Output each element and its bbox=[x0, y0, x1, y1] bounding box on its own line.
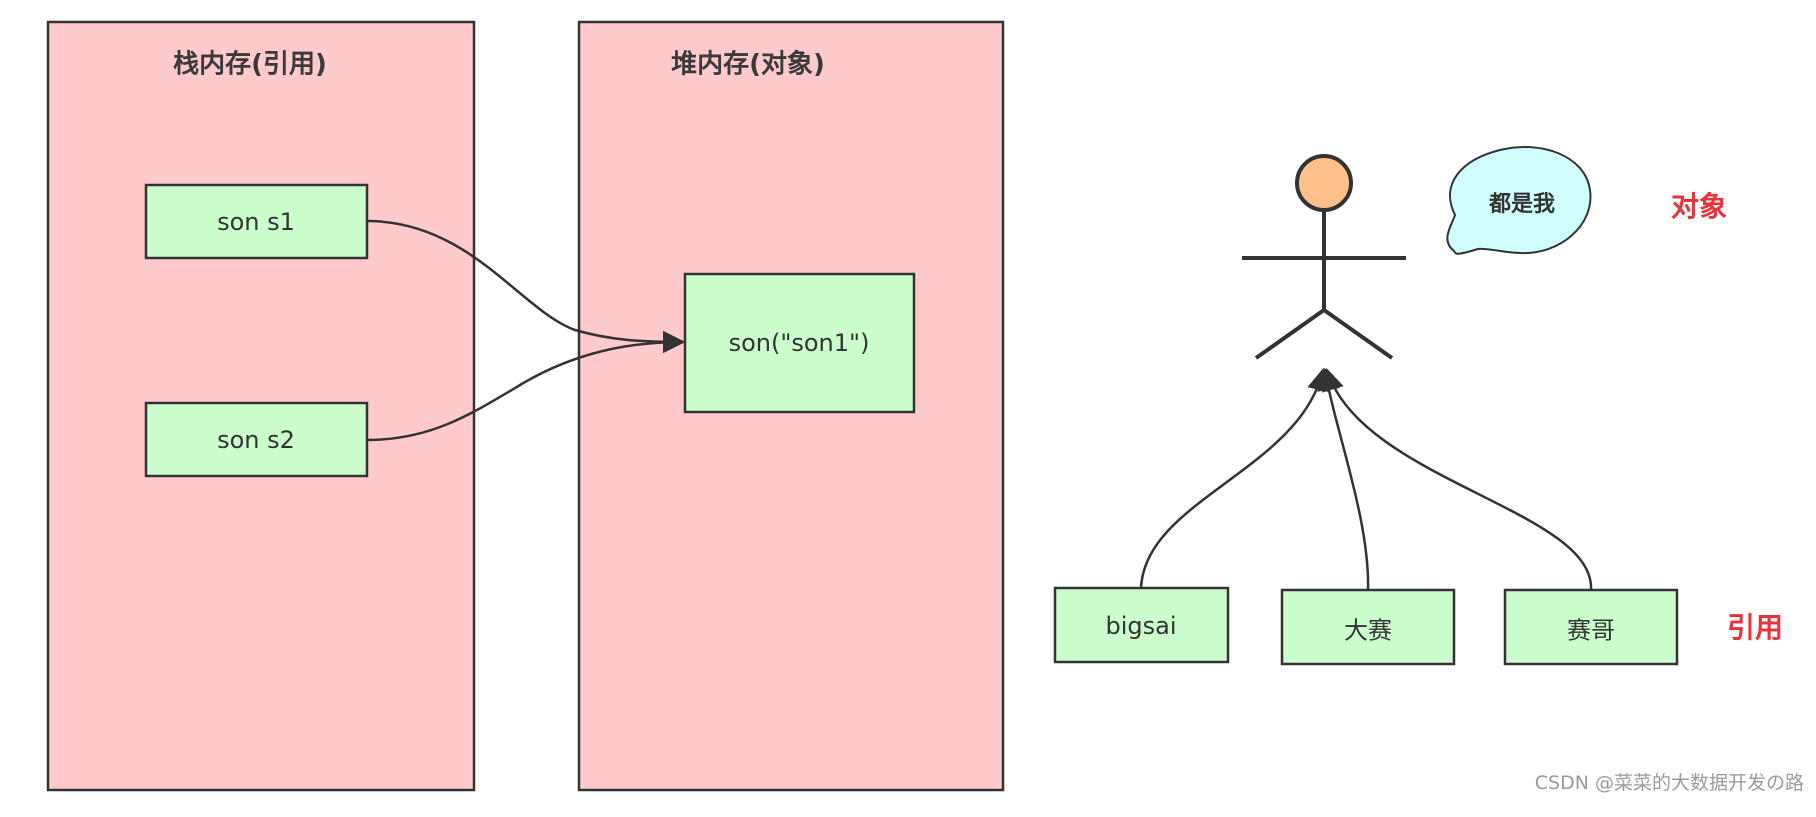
object-label: 对象 bbox=[1670, 190, 1728, 223]
stack-ref-box-s1 bbox=[144, 183, 369, 260]
arrow-dasai-to-person bbox=[1317, 367, 1370, 591]
arrow-s1-to-object bbox=[366, 219, 686, 354]
name-label-saige: 赛哥 bbox=[1567, 616, 1615, 645]
name-label-dasai: 大赛 bbox=[1344, 616, 1392, 645]
arrow-s2-to-object bbox=[366, 330, 686, 442]
stack-memory-title: 栈内存(引用) bbox=[173, 49, 327, 80]
reference-label: 引用 bbox=[1726, 611, 1784, 644]
person-figure bbox=[1242, 154, 1406, 360]
speech-bubble bbox=[1446, 146, 1592, 255]
heap-object-box bbox=[683, 272, 916, 414]
speech-bubble-text: 都是我 bbox=[1488, 192, 1556, 217]
arrow-saige-to-person bbox=[1322, 367, 1593, 591]
person-head bbox=[1295, 154, 1353, 212]
arrow-bigsai-to-person bbox=[1139, 367, 1330, 589]
heap-object-label: son("son1") bbox=[728, 329, 870, 357]
name-label-bigsai: bigsai bbox=[1105, 612, 1177, 640]
name-box-bigsai bbox=[1053, 586, 1230, 664]
stack-ref-label-s2: son s2 bbox=[217, 426, 295, 454]
watermark: CSDN @菜菜的大数据开发の路 bbox=[1534, 772, 1804, 794]
heap-memory-title: 堆内存(对象) bbox=[671, 49, 825, 80]
stack-ref-label-s1: son s1 bbox=[217, 208, 295, 236]
